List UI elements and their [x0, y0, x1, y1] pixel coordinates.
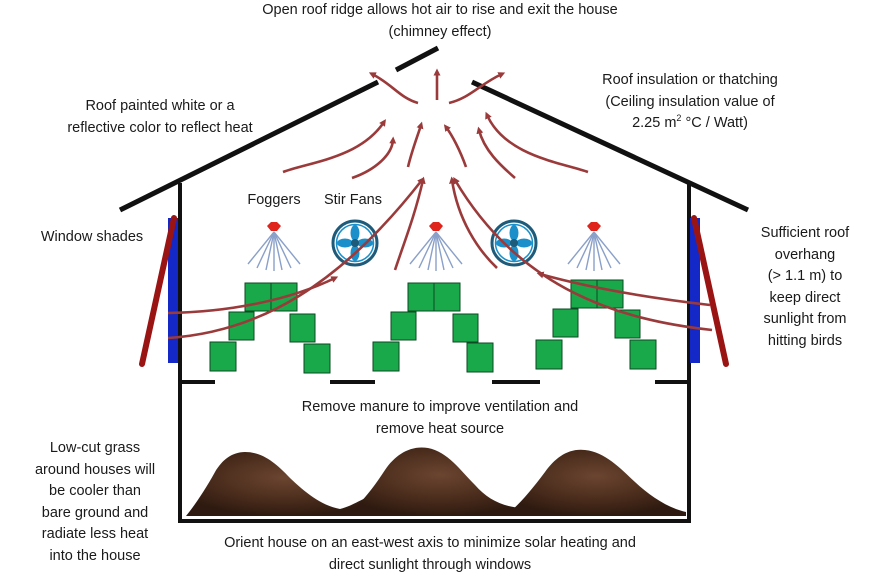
orient-label: Orient house on an east-west axis to min…: [224, 535, 636, 573]
window-shades-label: Window shades: [40, 229, 144, 245]
bird-icon: [270, 282, 298, 312]
stir-fans-label: Stir Fans: [323, 192, 382, 208]
insulation-label: Roof insulation or thatching (Ceiling in…: [602, 72, 778, 131]
manure-label: Remove manure to improve ventilation and…: [301, 399, 579, 437]
fogger-icon: [409, 222, 463, 271]
right-shade: [691, 215, 729, 367]
bird-icon: [452, 313, 479, 343]
bird-icon: [433, 282, 461, 312]
fan-icon: [331, 219, 379, 267]
manure-piles: [186, 447, 686, 516]
bird-icon: [407, 282, 435, 312]
roof: [118, 45, 750, 213]
fogger-icon: [247, 222, 301, 271]
bird-icon: [289, 313, 316, 343]
bird-icon: [535, 339, 563, 370]
bird-groups: [209, 279, 657, 374]
left-shade: [139, 215, 177, 367]
manure-pile-icon: [345, 447, 535, 516]
ridge-label: Open roof ridge allows hot air to rise a…: [262, 2, 618, 40]
bird-icon: [372, 341, 400, 372]
house-walls: [178, 183, 691, 523]
left-window: [168, 218, 178, 363]
fan-icon: [490, 219, 538, 267]
roof-paint-label: Roof painted white or a reflective color…: [67, 98, 253, 136]
bird-icon: [390, 311, 417, 341]
manure-pile-icon: [505, 449, 686, 516]
window-shades: [139, 215, 729, 367]
overhang-label: Sufficient roof overhang (> 1.1 m) to ke…: [760, 225, 850, 349]
foggers-label: Foggers: [247, 192, 301, 208]
manure-pile-icon: [186, 452, 382, 516]
bird-icon: [244, 282, 272, 312]
fogger-icon: [567, 222, 621, 271]
bird-icon: [209, 341, 237, 372]
bird-icon: [629, 339, 657, 370]
right-window: [690, 218, 700, 363]
grass-label: Low-cut grass around houses will be cool…: [34, 440, 156, 564]
bird-icon: [303, 343, 331, 374]
bird-icon: [466, 342, 494, 373]
windows: [168, 218, 700, 363]
bird-icon: [552, 308, 579, 338]
airflow-arrows: [167, 68, 713, 340]
